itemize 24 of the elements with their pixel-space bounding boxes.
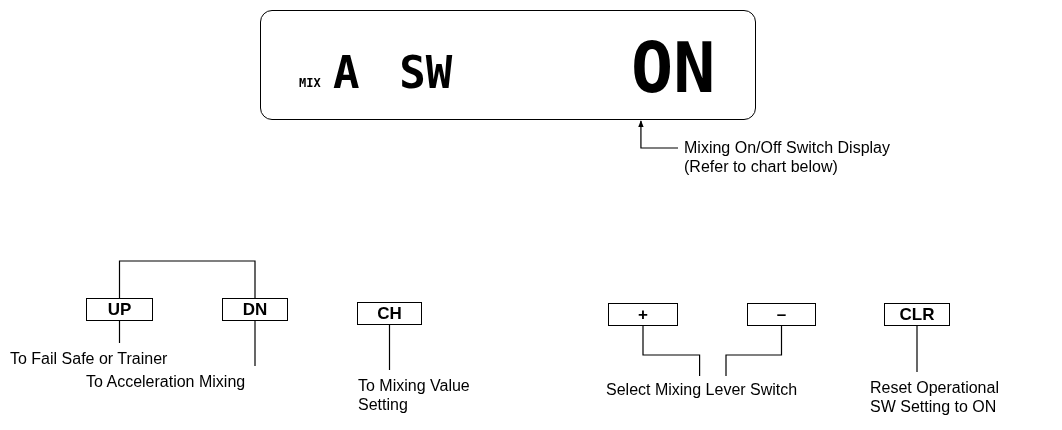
- function-label: To Mixing Value Setting: [358, 376, 508, 414]
- callout-text: Mixing On/Off Switch Display (Refer to chart below): [684, 138, 924, 176]
- key-label: –: [747, 303, 816, 326]
- function-label: Reset Operational SW Setting to ON: [870, 378, 1020, 416]
- connector-line: [725, 325, 783, 377]
- lcd-readout: A SW: [333, 51, 453, 95]
- connector-line: [254, 320, 256, 367]
- lcd-readout: ON: [631, 33, 716, 103]
- key-label: UP: [86, 298, 153, 321]
- connector-line: [388, 324, 391, 371]
- function-label: To Fail Safe or Trainer: [10, 349, 210, 368]
- lcd-indicator: MIX: [299, 77, 321, 89]
- key-label: CH: [357, 302, 422, 325]
- key-label: +: [608, 303, 678, 326]
- connector-line: [118, 260, 256, 299]
- connector-line: [642, 325, 701, 377]
- connector-line: [916, 325, 918, 373]
- key-label: CLR: [884, 303, 950, 326]
- function-label: Select Mixing Lever Switch: [606, 380, 846, 399]
- key-label: DN: [222, 298, 288, 321]
- function-label: To Acceleration Mixing: [86, 372, 286, 391]
- leader-line: [638, 120, 679, 149]
- connector-line: [118, 320, 121, 344]
- lcd-display: [260, 10, 756, 120]
